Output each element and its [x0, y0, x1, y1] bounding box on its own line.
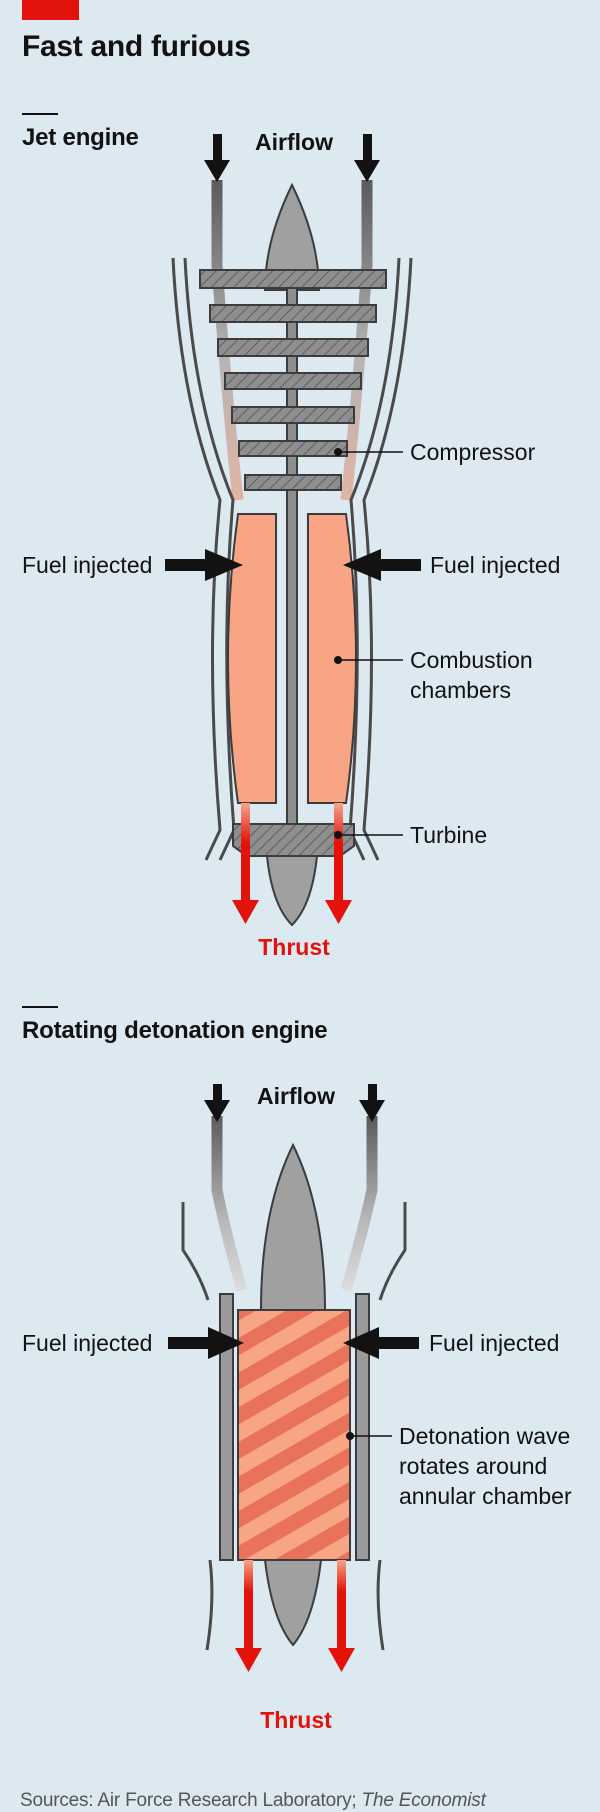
rde-annular-chamber: [237, 1309, 351, 1561]
jet-nacelle: [171, 257, 413, 861]
section-rule-rde: [22, 1006, 58, 1008]
source-note: Sources: Air Force Research Laboratory; …: [20, 1790, 486, 1812]
rde-fuel-left-label: Fuel injected: [22, 1330, 152, 1356]
rde-airflow-arrow-right: [359, 1084, 385, 1122]
jet-thrust-label: Thrust: [258, 934, 330, 960]
jet-engine-heading: Jet engine: [22, 124, 139, 151]
rde-thrust-arrow-right: [328, 1560, 355, 1672]
source-italic: The Economist: [361, 1790, 486, 1811]
jet-fuel-arrow-right: [343, 549, 421, 581]
page-title: Fast and furious: [22, 30, 251, 63]
rde-fuel-right-label: Fuel injected: [429, 1330, 559, 1356]
rde-airflow-streams: [211, 1116, 378, 1292]
rde-airflow-label: Airflow: [257, 1083, 335, 1109]
jet-thrust-arrow-left: [232, 803, 259, 924]
jet-turbine-label: Turbine: [410, 822, 487, 848]
jet-fuel-arrow-left: [165, 549, 243, 581]
rde-wave-label-line3: annular chamber: [399, 1483, 572, 1509]
rde-fuel-arrow-left: [168, 1327, 244, 1359]
rde-wave-label-line1: Detonation wave: [399, 1423, 570, 1449]
jet-combustion-label-line2: chambers: [410, 677, 511, 703]
jet-compressor-label: Compressor: [410, 439, 536, 465]
rde-diagram: Airflow Thrust Fuel injected Fuel inject…: [22, 1083, 572, 1733]
jet-combustion-chambers: [227, 513, 357, 804]
rde-thrust-label: Thrust: [260, 1707, 332, 1733]
rde-wave-callout: [346, 1432, 392, 1440]
jet-combustion-callout: [334, 656, 403, 664]
rde-heading: Rotating detonation engine: [22, 1017, 328, 1044]
jet-exhaust-cone: [265, 855, 319, 927]
rde-exhaust-cone: [263, 1559, 323, 1647]
jet-turbine-callout: [334, 831, 403, 839]
rde-outer-wall-right: [355, 1293, 370, 1561]
jet-shaft: [286, 279, 298, 841]
jet-thrust-arrow-right: [325, 803, 352, 924]
source-prefix: Sources: Air Force Research Laboratory;: [20, 1790, 362, 1811]
rde-wave-label-line2: rotates around: [399, 1453, 547, 1479]
jet-fuel-right-label: Fuel injected: [430, 552, 560, 578]
rde-thrust-arrow-left: [235, 1560, 262, 1672]
jet-compressor-callout: [334, 448, 403, 456]
rde-outer-wall-left: [219, 1293, 234, 1561]
jet-combustion-label-line1: Combustion: [410, 647, 533, 673]
jet-airflow-label: Airflow: [255, 129, 333, 155]
rde-airflow-arrow-left: [204, 1084, 230, 1122]
rde-fuel-arrow-right: [343, 1327, 419, 1359]
section-rule-jet: [22, 113, 58, 115]
jet-fuel-left-label: Fuel injected: [22, 552, 152, 578]
jet-airflow-arrow-right: [354, 134, 380, 182]
rde-nose-cone: [259, 1142, 327, 1311]
jet-compressor-blades: [199, 269, 387, 491]
jet-engine-diagram: Airflow Thrust: [22, 129, 560, 960]
rde-nacelle: [181, 1202, 407, 1651]
jet-airflow-arrow-left: [204, 134, 230, 182]
brand-tag: [22, 0, 79, 20]
